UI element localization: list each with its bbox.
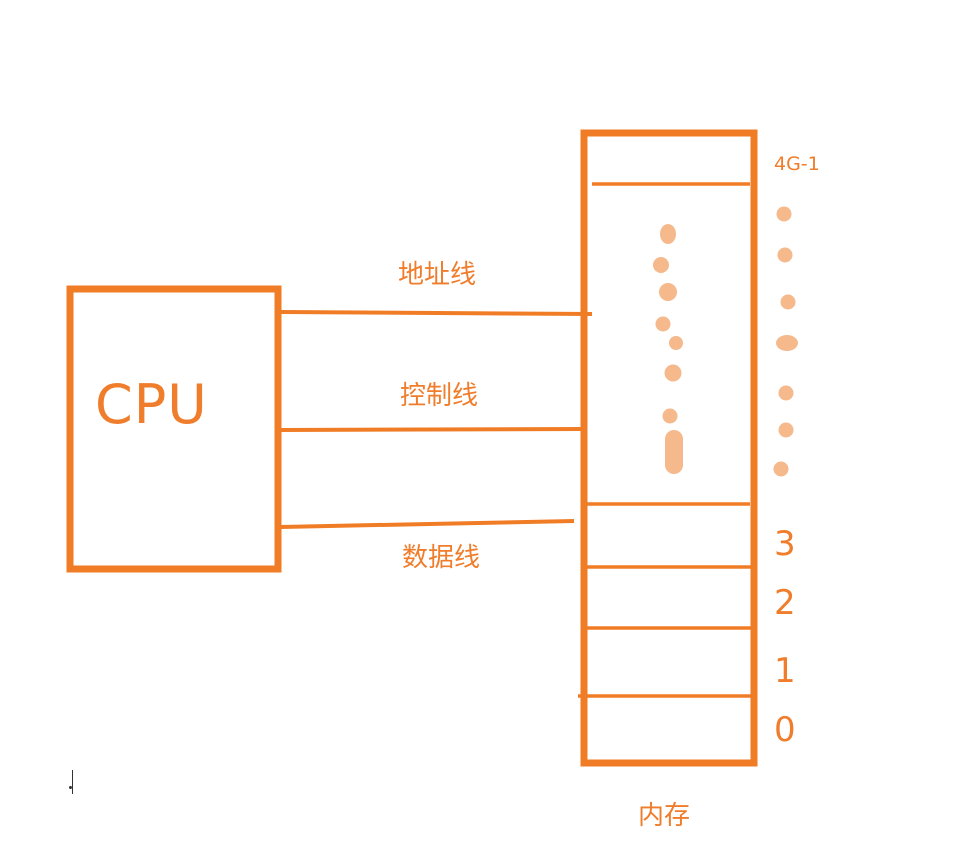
cpu-label: CPU xyxy=(95,373,208,436)
text-cursor xyxy=(72,770,73,794)
memory-ellipsis-inner xyxy=(653,224,683,474)
address-bus-line xyxy=(280,310,593,316)
memory-address-1: 1 xyxy=(774,651,796,691)
address-bus-label: 地址线 xyxy=(398,260,477,290)
control-bus-line xyxy=(280,427,583,432)
data-bus-line xyxy=(280,519,575,529)
control-bus-label: 控制线 xyxy=(400,381,479,411)
data-bus-label: 数据线 xyxy=(402,543,481,573)
memory-address-0: 0 xyxy=(774,710,796,750)
address-ellipsis xyxy=(773,206,798,477)
text-cursor-dot xyxy=(69,786,72,789)
memory-address-2: 2 xyxy=(774,583,796,623)
memory-label: 内存 xyxy=(638,801,691,831)
cpu-box xyxy=(66,285,282,573)
memory-top-address: 4G-1 xyxy=(774,153,820,175)
memory-box xyxy=(580,129,758,767)
memory-address-3: 3 xyxy=(774,524,796,564)
